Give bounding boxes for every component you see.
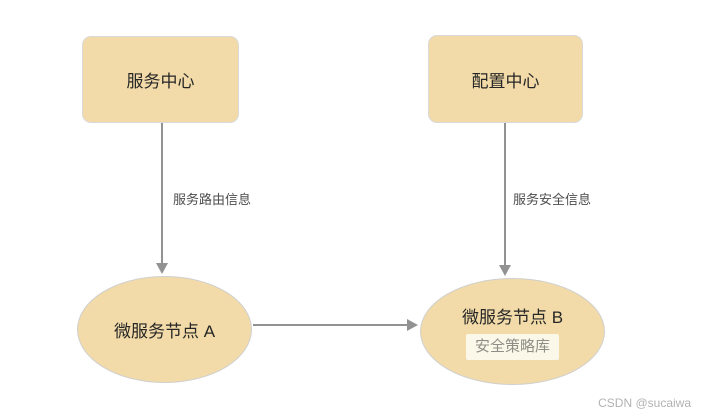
node-service-center: 服务中心 — [82, 36, 239, 123]
edge-label-security: 服务安全信息 — [513, 192, 592, 207]
node-service-center-label: 服务中心 — [126, 72, 195, 91]
edge-label-routing: 服务路由信息 — [173, 192, 252, 207]
arrow-config-to-node-b — [499, 123, 511, 276]
node-microservice-a-label: 微服务节点 A — [113, 322, 216, 341]
node-microservice-b-label: 微服务节点 B — [461, 308, 564, 328]
security-policy-store-box: 安全策略库 — [465, 334, 559, 360]
node-microservice-b: 微服务节点 B 安全策略库 — [420, 278, 605, 385]
node-config-center: 配置中心 — [428, 35, 583, 123]
arrow-service-to-node-a — [156, 123, 168, 274]
node-config-center-label: 配置中心 — [471, 71, 540, 91]
node-microservice-a: 微服务节点 A — [77, 276, 252, 383]
watermark: CSDN @sucaiwa — [598, 396, 691, 410]
arrow-node-a-to-node-b — [253, 319, 418, 331]
